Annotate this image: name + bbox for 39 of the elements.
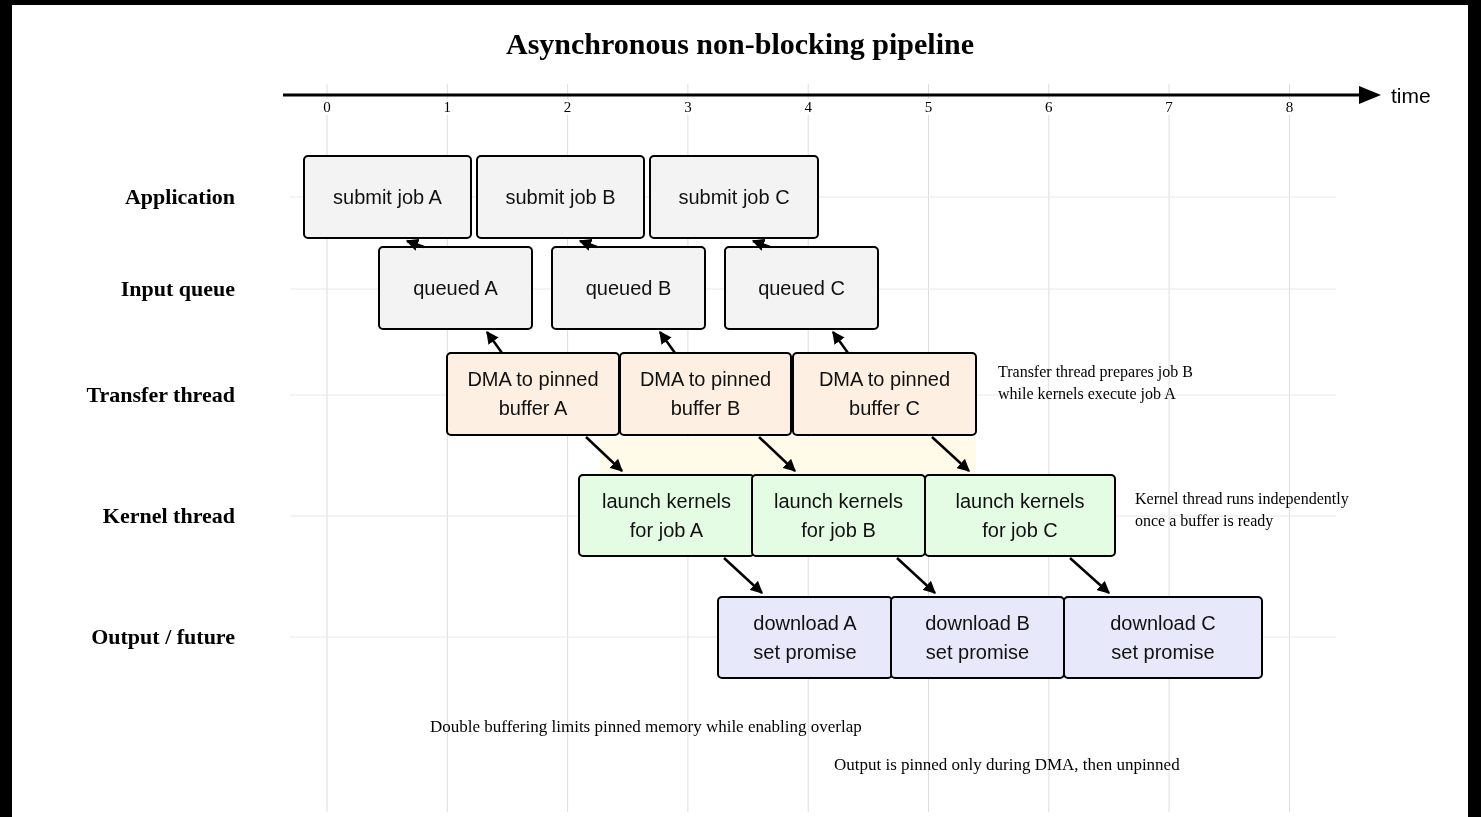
row-label: Output / future [90,624,235,650]
arrow [751,238,771,251]
note: Kernel thread runs independently once a buffer is ready [1135,489,1350,532]
arrow [486,331,503,354]
task-box: submit job C [649,155,819,239]
task-box: launch kernels for job C [924,474,1116,557]
arrow [585,436,623,472]
task-box: launch kernels for job A [578,474,755,557]
axis-label: time [1391,84,1431,108]
arrow [758,436,796,472]
note: Output is pinned only during DMA, then unpinned [834,754,1181,776]
task-box: download A set promise [717,596,893,679]
arrow [578,238,598,251]
task-box: download B set promise [890,596,1065,679]
arrow [659,331,676,354]
row-label: Transfer thread [85,382,235,408]
arrow [896,557,936,594]
task-box: submit job A [303,155,472,239]
tick-label: 0 [320,99,334,115]
task-box: queued B [551,246,706,330]
task-box: submit job B [476,155,645,239]
task-box: DMA to pinned buffer B [619,352,792,436]
note: Transfer thread prepares job B while kernels execute job A [998,362,1194,405]
task-box: DMA to pinned buffer C [792,352,977,436]
row-label: Input queue [119,276,235,302]
task-box: queued A [378,246,533,330]
arrow [723,557,763,594]
task-box: download C set promise [1063,596,1263,679]
note: Double buffering limits pinned memory while enabling overlap [430,716,863,738]
task-box: launch kernels for job B [751,474,926,557]
row-label: Kernel thread [101,503,235,529]
task-box: DMA to pinned buffer A [446,352,620,436]
task-box: queued C [724,246,879,330]
arrow [931,436,970,472]
row-label: Application [123,184,235,210]
arrow [832,331,849,354]
arrow [1069,557,1110,594]
arrow [405,238,425,251]
diagram-title: Asynchronous non-blocking pipeline [505,27,975,61]
